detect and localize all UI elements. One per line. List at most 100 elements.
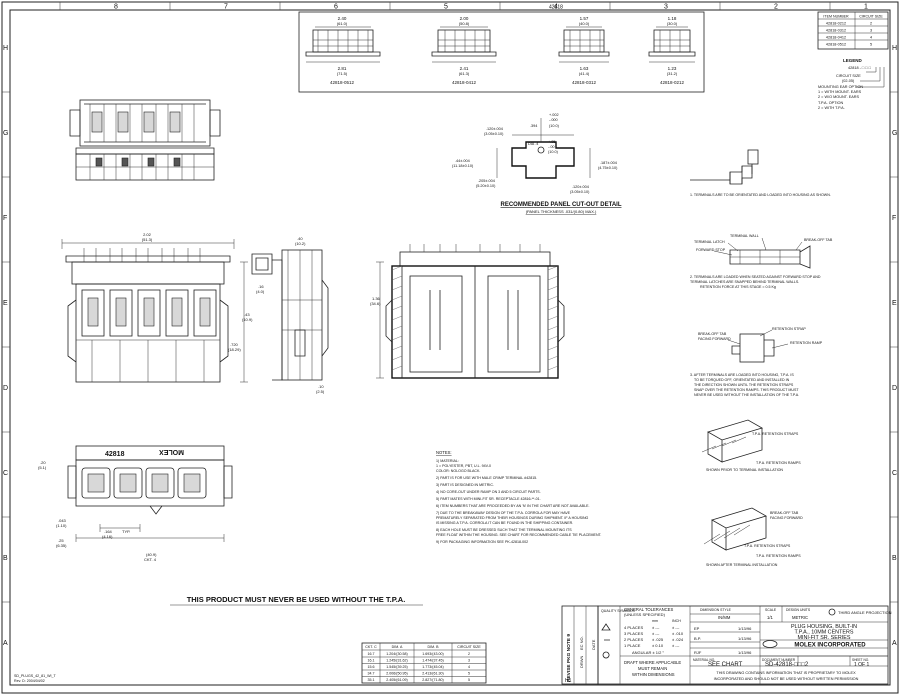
circuit-table-row1-size: 2 [870,22,872,26]
bottom-dim-a: .20 [40,460,46,465]
note-line-5: 3) PART IS DESIGNED IN METRIC. [436,483,494,487]
tol-4-mm: ± --- [652,625,660,630]
label-tpa-ramps-2: T.P.A. RETENTION RAMPS [756,554,801,558]
dim-table-r4c4: 5 [468,672,470,676]
front-width-mm: (51.3) [142,237,153,242]
tol-1-mm: ± 0.10 [652,643,664,648]
tv2-dim-bot: 1.63 [580,66,589,71]
note-line-14: 9) FOR PACKAGING INFORMATION SEE PK-4281… [436,540,528,544]
sheet-label: SHEET NO. [852,658,869,662]
dim-table-r5c3: 2.827/(71.80) [422,678,443,682]
tol-angular: ANGULAR ± 1/2 ° [632,650,664,655]
dim-table-r1c3: 1.693/(43.00) [422,652,443,656]
legend-item-tpa: T.P.A. OPTION [818,101,844,105]
label-shown-after: SHOWN AFTER TERMINAL INSTALLATION [706,563,778,567]
revision-letter: H1 [565,678,572,684]
label-retention-strap: RETENTION STRAP [772,327,806,331]
tol-3-mm: ± --- [652,631,660,636]
side-c-mm: (2.5) [316,389,325,394]
approved-by: RJF [694,650,702,655]
bottom-marking: 42818 [105,451,125,458]
tv1-dim-bot-mm: (61.3) [459,71,470,76]
side-top-mm: (10.2) [295,241,306,246]
legend-item-tpa2: 2 = WITH T.P.A. [818,106,845,110]
tv1-dim-top: 2.00 [460,16,469,21]
cutout-dia-plus: +.05 [548,140,556,144]
revision-col-date: DATE [591,639,596,650]
revision-title: REVISE PKG NOTE 9 [566,634,572,682]
circuit-table-header-size: CIRCUIT SIZE [859,15,883,19]
circuit-table-row1-item: 42818-0212 [826,22,846,26]
cutout-tol-minus: -.000 [549,118,558,122]
cutout-left-h: .44±.004 [455,159,470,163]
scale-label: SCALE [765,608,777,612]
top-zone-markers: 8 7 6 5 4 3 2 1 [114,4,868,11]
label-terminal-latch: TERMINAL LATCH [694,240,725,244]
legend-title: LEGEND [843,58,863,63]
checked-date: 1/13/96 [738,636,752,641]
side-b-mm: (10.9) [242,317,253,322]
legend-item-circuit: CIRCUIT SIZE [836,74,861,78]
bottom-dim-pitch-mm: (4.16) [102,534,113,539]
label-tpa-straps: T.P.A. RETENTION STRAPS [752,432,799,436]
molex-logo [762,640,778,648]
dim-table-r3c2: 1.545/(39.25) [386,665,407,669]
zone-left-f: F [3,215,7,222]
tol-3-inch: ± .010 [672,631,684,636]
note-line-10: PREMATURELY SEPARATED FROM THEIR HOUSING… [436,516,589,520]
bottom-dim-a-mm: (5.1) [38,465,47,470]
zone-left-e: E [3,300,8,307]
label-break-off-tab-3: BREAK-OFF TAB [770,511,799,515]
note-terminal-3-l1: 3. AFTER TERMINALS ARE LOADED INTO HOUSI… [690,373,794,377]
legend-part: 42818 - □ □ □ [848,66,872,70]
title-line-3: MINI-FIT SR. SERIES [798,635,851,641]
panel-cutout-detail: +.002 -.000 .394 (10.0) DIA .4 +.05 -.00… [452,113,622,214]
note-line-9: 7) DUE TO THE BREAKAWAY DESIGN OF THE T.… [436,511,571,515]
housing-side-view: .40 (10.2) .16 (4.0) .43 (10.9) .10 (2.5… [242,236,329,394]
legend-item-mount1: 1 = WITH MOUNT. EARS [818,90,862,94]
top-view-0412: 2.00 (50.8) 2.41 (61.3) 42818-0412 [431,16,497,85]
circuit-table-row3-item: 42818-0412 [826,36,846,40]
company-name: MOLEX INCORPORATED [794,643,866,649]
circuit-table-header-item: ITEM NUMBER [823,15,849,19]
side-a-mm: (4.0) [256,289,265,294]
tpa-warning: THIS PRODUCT MUST NEVER BE USED WITHOUT … [187,595,406,604]
bottom-brand: MOLEX [159,448,184,455]
section-height: 1.36 [372,296,381,301]
title-block: QUALITY SYMBOLS GENERAL TOLERANCES (UNLE… [597,605,892,685]
drawn-by: EP [694,626,700,631]
dim-table-r1c2: 1.204/(30.58) [386,652,407,656]
top-view-0512: 2.40 (61.0) 2.81 (71.5) 42818-0512 [305,16,381,85]
cutout-left-h-mm: (11.18±0.10) [452,164,474,168]
cutout-tol-plus: +.002 [549,113,559,117]
note-line-2: 1 = POLYESTER, PBT, U.L. 94V-0 [436,464,491,468]
note-terminal-2-l1: 2. TERMINALS ARE LOADED WHEN SEATED AGAI… [690,275,821,279]
dim-table-r2c4: 3 [468,659,470,663]
tol-4-places: 4 PLACES [624,625,643,630]
sheet-no: 1 OF 1 [854,662,870,668]
zone-left-h: H [3,45,8,52]
dim-table-r5c2: 2.405/(61.09) [386,678,407,682]
label-break-off-tab: BREAK-OFF TAB [804,238,833,242]
note-line-11: IS MISSING A T.P.A. CORROLA IT CAN BE FO… [436,521,573,525]
circuit-table-row2-size: 3 [870,29,872,33]
legend-item-range: (02-05) [842,79,855,83]
side-a: .16 [258,284,264,289]
zone-right-a: A [892,640,897,647]
housing-top-view [69,99,221,181]
note-terminal-3-l2: TO BE TORQUED OFF, ORIENTATED AND INSTAL… [694,378,790,382]
note-terminal-1: 1. TERMINALS ARE TO BE ORIENTATED AND LO… [690,193,831,197]
cutout-dia: DIA .4 [528,142,538,146]
dim-table-h1: CKT. C [365,645,377,649]
tv0-label: 42818-0512 [330,80,355,85]
cutout-dia-minus: -.00 [548,145,555,149]
note-line-4: 2) PART IS FOR USE WITH MALE CRIMP TERMI… [436,476,537,480]
circuit-table-row4-item: 42818-0512 [826,43,846,47]
dim-table-h2: DIM. A [392,645,403,649]
tv2-dim-top-mm: (40.0) [579,21,590,26]
note-terminal-3-l4: SNAP OVER THE RETENTION RAMPS. THIS PROD… [694,388,799,392]
within-dims: WITHIN DIMENSIONS [632,672,675,677]
tv3-dim-top-mm: (30.0) [667,21,678,26]
cutout-bot: .205±.004 [478,179,495,183]
